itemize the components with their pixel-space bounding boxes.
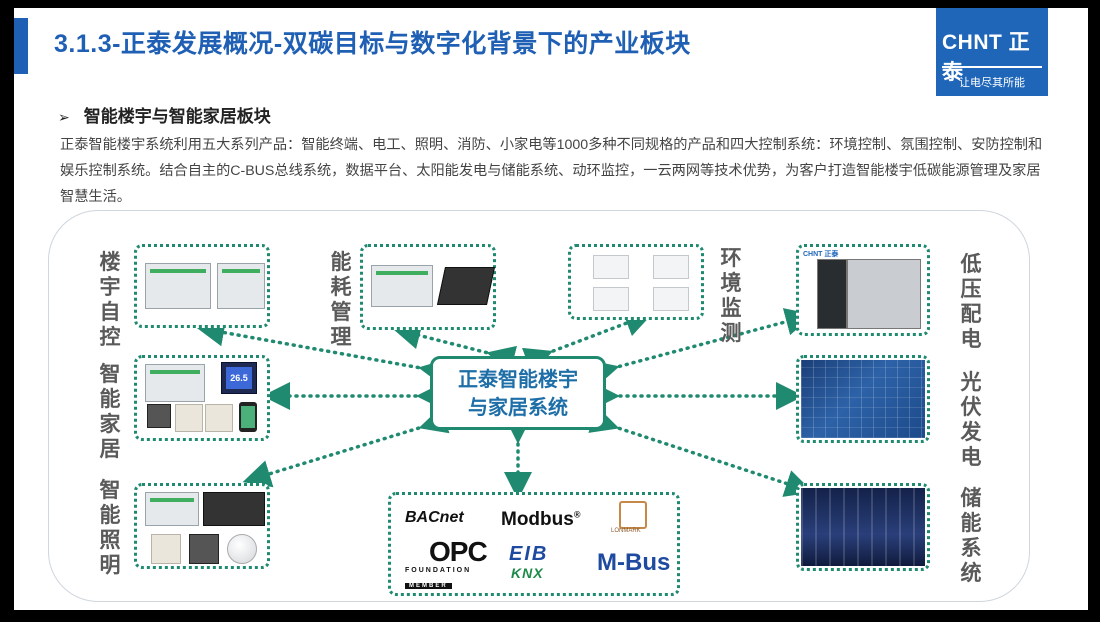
battery-storage-image	[801, 488, 925, 566]
home-controller-image	[145, 364, 205, 402]
opc-foundation-logo: OPC FOUNDATION MEMBER	[405, 536, 488, 589]
switch-cabinet-image	[847, 259, 921, 329]
wall-switch-image	[175, 404, 203, 432]
lighting-controller-image	[145, 492, 199, 526]
modbus-registered-mark: ®	[573, 509, 581, 520]
opc-logo-text: OPC	[429, 536, 488, 567]
gateway-device-image	[436, 267, 496, 305]
label-energy-management: 能耗管理	[330, 251, 352, 349]
opc-foundation-text: FOUNDATION	[405, 567, 472, 574]
chnt-logo: CHNT 正泰 让电尽其所能	[936, 8, 1048, 96]
title-accent-bar	[14, 18, 28, 74]
lonmark-icon	[619, 501, 647, 529]
knx-logo: KNX	[511, 565, 544, 581]
smart-lighting-box	[134, 483, 270, 569]
touch-panel-screen: 26.5	[226, 367, 252, 389]
center-system-box: 正泰智能楼宇 与家居系统	[430, 356, 606, 430]
switch-cabinet-image	[817, 259, 847, 329]
lonmark-text: LONMARK	[611, 528, 641, 534]
label-energy-storage: 储能系统	[960, 487, 982, 585]
modbus-logo: Modbus®	[501, 509, 580, 531]
light-switch-image	[189, 534, 219, 564]
label-photovoltaic: 光伏发电	[960, 371, 982, 469]
env-sensor-image	[593, 255, 629, 279]
wall-switch-image	[205, 404, 233, 432]
controller-module-image	[145, 263, 211, 309]
mbus-logo: M-Bus	[597, 549, 671, 576]
low-voltage-box: CHNT 正泰	[796, 244, 930, 336]
logo-divider	[942, 66, 1042, 68]
label-low-voltage-distribution: 低压配电	[960, 253, 982, 351]
section-paragraph: 正泰智能楼宇系统利用五大系列产品：智能终端、电工、照明、消防、小家电等1000多…	[60, 137, 1043, 205]
energy-management-box	[360, 244, 496, 330]
smart-home-box: 26.5	[134, 355, 270, 441]
label-smart-home: 智能家居	[99, 363, 121, 461]
environment-monitoring-box	[568, 244, 704, 320]
light-switch-image	[151, 534, 181, 564]
dark-switch-image	[147, 404, 171, 428]
page-title: 3.1.3-正泰发展概况-双碳目标与数字化背景下的产业板块	[54, 30, 691, 58]
protocols-box: BACnet Modbus® LONMARK OPC FOUNDATION ME…	[388, 492, 680, 596]
ceiling-sensor-image	[227, 534, 257, 564]
energy-storage-box	[796, 483, 930, 571]
cabinet-logo-text: CHNT 正泰	[803, 251, 839, 258]
opc-member-text: MEMBER	[405, 583, 452, 589]
bacnet-logo: BACnet	[405, 509, 464, 526]
env-sensor-image	[653, 287, 689, 311]
building-automation-box	[134, 244, 270, 328]
solar-panel-image	[801, 360, 925, 438]
env-sensor-image	[653, 255, 689, 279]
label-smart-lighting: 智能照明	[99, 479, 121, 577]
label-building-automation: 楼宇自控	[99, 251, 121, 349]
center-title-line2: 与家居系统	[468, 397, 568, 419]
center-title-line1: 正泰智能楼宇	[458, 369, 578, 391]
bullet-arrow-icon: ➢	[58, 109, 70, 125]
controller-module-image	[217, 263, 265, 309]
lighting-module-image	[203, 492, 265, 526]
photovoltaic-box	[796, 355, 930, 443]
logo-slogan: 让电尽其所能	[959, 77, 1025, 89]
label-environment-monitoring: 环境监测	[720, 247, 742, 345]
env-sensor-image	[593, 287, 629, 311]
section-heading-text: 智能楼宇与智能家居板块	[83, 107, 271, 126]
eib-logo: EIB	[509, 543, 549, 565]
touch-panel-image: 26.5	[221, 362, 257, 394]
energy-meter-image	[371, 265, 433, 307]
section-heading: ➢ 智能楼宇与智能家居板块	[58, 102, 271, 127]
smartphone-image	[239, 402, 257, 432]
modbus-logo-text: Modbus	[501, 509, 574, 530]
